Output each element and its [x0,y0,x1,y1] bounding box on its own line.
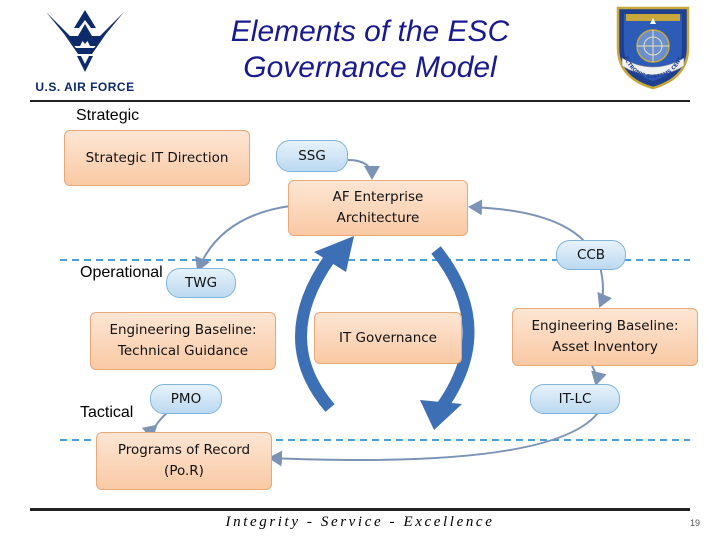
it-governance-box: IT Governance [314,312,462,364]
cycle-arrow-right [431,246,475,416]
engineering-baseline-technical-guidance-box: Engineering Baseline: Technical Guidance [90,312,276,370]
pmo-pill: PMO [150,384,222,414]
esc-seal-logo: ELECTRONIC SYSTEMS CENTER [610,0,694,90]
level-tactical: Tactical [80,404,134,421]
title-line-1: Elements of the ESC [230,15,510,48]
por-line-1: Programs of Record [117,442,251,458]
footer-divider [30,508,690,511]
twg-pill: TWG [166,268,236,298]
af-ea-to-twg-connector [195,205,291,272]
page-number: 19 [690,518,701,528]
asset-inventory-line-2: Asset Inventory [552,339,658,355]
technical-guidance-line-2: Technical Guidance [117,343,249,359]
ccb-to-af-ea-connector [468,199,586,243]
ccb-pill: CCB [556,240,626,270]
twg-label: TWG [184,275,218,291]
engineering-baseline-asset-inventory-box: Engineering Baseline: Asset Inventory [512,308,698,366]
cycle-arrow-left [295,254,335,412]
cycle-arrow-right-head-icon [420,400,462,430]
air-force-logo-text: U.S. AIR FORCE [35,80,135,94]
level-operational: Operational [80,264,163,281]
esc-seal-emblem-icon: ELECTRONIC SYSTEMS CENTER [610,0,690,90]
level-strategic: Strategic [76,107,140,124]
af-ea-line-1: AF Enterprise [332,189,424,205]
cycle-arrow-left-head-icon [314,236,354,272]
itlc-to-por-connector [268,409,601,467]
pmo-label: PMO [170,391,202,407]
strategic-it-direction-label: Strategic IT Direction [85,149,229,166]
header-divider [30,100,690,102]
it-lc-pill: IT-LC [530,384,620,414]
af-ea-line-2: Architecture [336,210,420,226]
asset-inventory-line-1: Engineering Baseline: [531,318,679,334]
air-force-wings-icon [46,10,124,72]
page-title: Elements of the ESC Governance Model [150,14,590,86]
title-line-2: Governance Model [243,51,497,84]
footer-motto: Integrity - Service - Excellence [225,514,495,530]
ccb-label: CCB [576,247,606,263]
af-enterprise-architecture-box: AF Enterprise Architecture [288,180,468,236]
strategic-it-direction-box: Strategic IT Direction [64,130,250,186]
it-lc-label: IT-LC [558,391,592,407]
ssg-to-af-ea-connector [347,159,380,180]
por-line-2: (Po.R) [164,463,204,479]
it-governance-label: IT Governance [339,329,437,346]
programs-of-record-box: Programs of Record (Po.R) [96,432,272,490]
ccb-to-asset-inventory-connector [597,265,613,308]
us-air-force-logo: U.S. AIR FORCE [30,6,140,94]
asset-inventory-to-itlc-connector [591,365,607,386]
technical-guidance-line-1: Engineering Baseline: [109,322,257,338]
ssg-label: SSG [298,148,326,164]
ssg-pill: SSG [276,140,348,172]
